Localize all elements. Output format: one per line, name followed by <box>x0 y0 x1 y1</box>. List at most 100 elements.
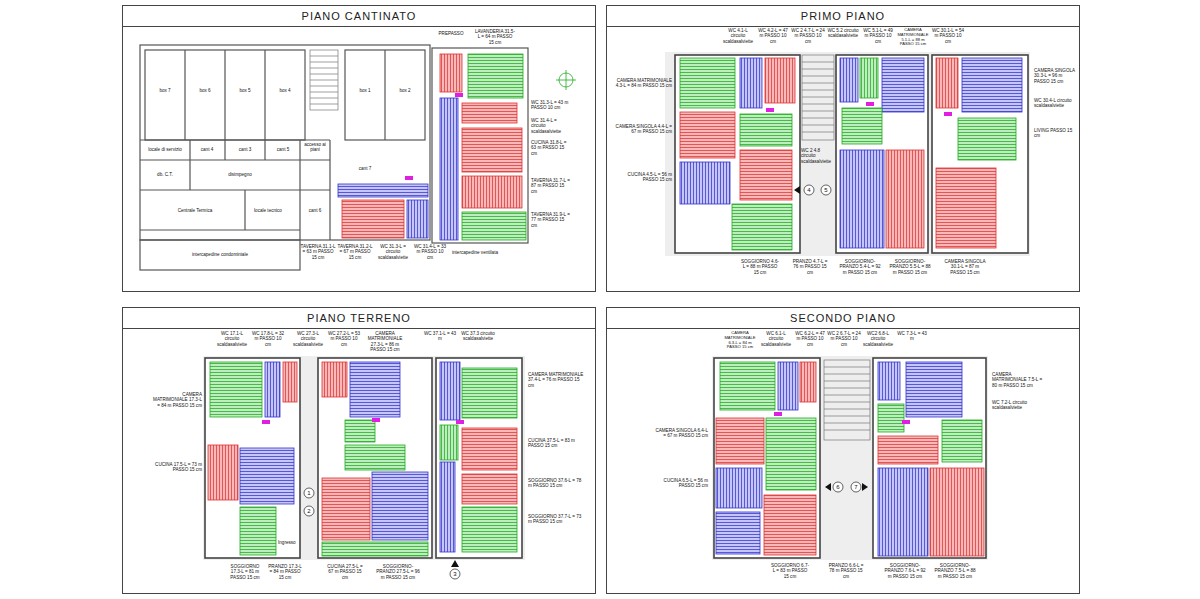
room-label: SOGGIORNO 4.6-L = 88 m PASSO 15 cm <box>740 259 780 275</box>
entrance-arrow <box>862 483 868 491</box>
heating-circuit <box>265 362 280 417</box>
heating-circuit <box>345 420 375 442</box>
callout-marker <box>304 506 314 516</box>
heating-circuit <box>240 507 276 555</box>
room-label: WC 7.2-L circuito scaldasalviette <box>992 400 1044 411</box>
stairs <box>310 50 338 110</box>
heating-circuit <box>338 54 526 240</box>
basement-walls <box>140 140 330 240</box>
heating-circuit <box>680 112 735 158</box>
panel-title: PRIMO PIANO <box>607 6 1079 27</box>
stairs <box>802 55 834 140</box>
stairs <box>802 62 834 132</box>
heating-circuit <box>322 542 428 556</box>
room-label: LIVING PASSO 15 cm <box>1034 128 1076 139</box>
room-label: PRANZO 4.7-L = 76 m PASSO 15 cm <box>790 259 830 275</box>
room-label: CUCINA 4.5-L = 56 m PASSO 15 cm <box>614 172 672 183</box>
heating-circuit <box>680 58 1022 250</box>
heating-circuit <box>878 436 938 464</box>
room-label: SOGGIORNO-PRANZO 7.6-L = 92 m PASSO 15 c… <box>882 563 928 579</box>
heating-circuit <box>942 420 982 462</box>
room-label: TAVERNA 31.7-L = 87 m PASSO 15 cm <box>531 178 571 194</box>
room-label: WC 2 4.7-L = 24 m PASSO 10 cm <box>791 28 825 44</box>
basement-walls <box>145 50 305 140</box>
heating-circuit <box>860 58 878 98</box>
callout-marker <box>833 482 843 492</box>
callout-number: 7 <box>854 484 857 490</box>
heating-circuit <box>740 58 762 108</box>
room-label: CAMERA MATRIMONIALE 7.5-L = 80 m PASSO 1… <box>992 372 1044 388</box>
callout-number: 5 <box>824 187 827 193</box>
room-label: box 2 <box>390 88 420 93</box>
callout-marker <box>804 185 831 195</box>
heating-circuit <box>840 58 858 102</box>
panel-title: PIANO CANTINATO <box>123 6 595 27</box>
entrance-arrow <box>794 186 800 194</box>
heating-circuit <box>680 58 735 108</box>
room-label: WC 5.2 circuito scaldasalviette <box>826 28 860 39</box>
north-arrow <box>556 70 576 90</box>
heating-circuit <box>440 462 455 552</box>
room-label: CUCINA 27.5-L = 67 m PASSO 15 cm <box>325 564 365 580</box>
room-label: CAMERA SINGOLA 4.4-L = 67 m PASSO 15 cm <box>614 124 672 135</box>
room-label: CAMERA MATRIMONIALE 27.3-L = 86 m PASSO … <box>366 331 404 352</box>
room-label: PRANZO 17.3-L = 84 m PASSO 15 cm <box>267 564 303 580</box>
heating-circuit <box>462 507 517 552</box>
heating-circuit <box>764 495 816 555</box>
manifold <box>902 420 910 424</box>
room-label: CAMERA SINGOLA 30.3-L = 96 m PASSO 15 cm <box>1034 68 1076 84</box>
manifold <box>262 418 464 424</box>
apartment-walls <box>205 358 300 558</box>
apartment-walls <box>675 55 1028 253</box>
room-label: WC 31.3-L = circuito scaldasalviette <box>375 244 411 260</box>
heating-circuit <box>720 362 775 410</box>
manifold <box>372 418 380 422</box>
heating-circuit <box>740 114 792 146</box>
heating-circuit <box>766 418 816 490</box>
room-label: cant 4 <box>192 147 222 152</box>
heating-circuit <box>958 118 1016 160</box>
heating-circuit <box>878 362 900 400</box>
room-label: LAVANDERIA 31.5-L = 64 m PASSO 15 cm <box>475 29 515 45</box>
panel-title: SECONDO PIANO <box>607 308 1079 329</box>
room-label: WC 37.3 circuito scaldasalviette <box>461 331 495 342</box>
stairs <box>310 56 338 104</box>
callout-number: 3 <box>453 571 456 577</box>
heating-circuit <box>208 362 517 556</box>
heating-circuit <box>765 58 795 103</box>
apartment-walls <box>836 55 928 253</box>
room-label: WC 30.4-L circuito scaldasalviette <box>1034 98 1076 109</box>
apartment-walls <box>932 55 1028 253</box>
floor-panel: PIANO TERRENO <box>122 307 596 594</box>
callout-marker <box>450 569 460 579</box>
room-label: box 6 <box>190 88 220 93</box>
stairs <box>824 367 870 430</box>
callout-number: 1 <box>307 490 310 496</box>
callout-marker <box>851 482 861 492</box>
callout-number: 6 <box>836 484 839 490</box>
callout-marker <box>304 488 460 579</box>
heating-circuit <box>906 362 962 417</box>
room-label: TAVERNA 31.9-L = 77 m PASSO 15 cm <box>531 212 571 228</box>
heating-circuit <box>440 362 460 420</box>
heating-circuit <box>462 474 517 504</box>
room-label: WC 6.1-L circuito scaldasalviette <box>759 331 793 347</box>
room-label: accesso ai piani <box>301 142 329 153</box>
floor-panel: PRIMO PIANO <box>606 5 1080 292</box>
room-label: intercapedine ventilata <box>452 250 532 255</box>
heating-circuit <box>210 362 262 417</box>
room-label: WC 2 6.7-L = 24 m PASSO 10 cm <box>827 331 861 347</box>
room-label: CAMERA SINGOLA 30.1-L = 87 m PASSO 15 cm <box>943 259 987 275</box>
manifold <box>866 102 874 106</box>
heating-circuit <box>716 512 760 554</box>
basement-walls <box>140 45 430 240</box>
room-label: locale di servizio <box>142 147 188 152</box>
heating-circuit <box>800 362 816 402</box>
heating-circuit <box>716 418 764 464</box>
heating-circuit <box>462 176 522 208</box>
callout-marker <box>833 482 861 492</box>
room-label: CAMERA SINGOLA 6.4-L = 67 m PASSO 15 cm <box>652 428 708 439</box>
